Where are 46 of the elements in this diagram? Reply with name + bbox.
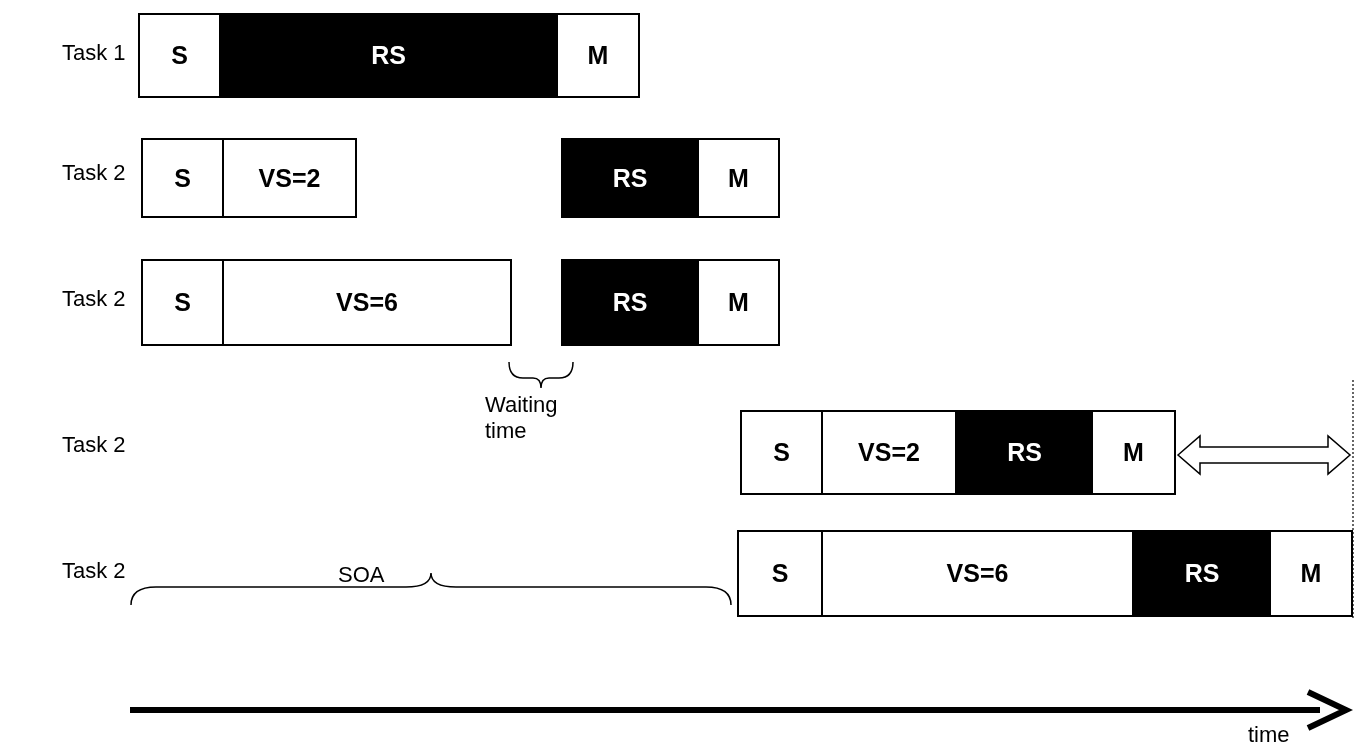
response-selection-segment [956,410,1093,495]
segment-label: RS [1007,438,1042,467]
segment-label: VS=2 [858,438,920,467]
process-segment [1091,410,1176,495]
axis-label: Task 2 [62,286,126,313]
process-segment [556,13,640,98]
process-segment [821,530,1134,617]
axis-label: Waiting time [485,392,559,445]
segment-label: S [174,288,191,317]
process-segment [697,138,780,218]
process-segment [138,13,221,98]
process-segment [222,259,512,346]
segment-label: M [1300,559,1322,588]
segment-label: M [587,41,609,70]
segment-label: S [171,41,188,70]
axis-label: time [1248,722,1290,749]
process-segment [141,138,224,218]
axis-label: SOA [338,562,385,589]
response-selection-segment [1133,530,1271,617]
segment-label: VS=6 [946,559,1009,588]
response-selection-segment [220,13,557,98]
process-segment [141,259,224,346]
process-segment [222,138,357,218]
segment-label: S [174,163,191,193]
axis-label: Task 2 [62,432,126,459]
segment-label: M [728,163,749,193]
process-segment [740,410,823,495]
process-segment [697,259,780,346]
segment-label: S [771,559,789,588]
axis-label: Task 2 [62,160,126,187]
process-segment [737,530,823,617]
axis-label: Task 2 [62,558,126,585]
response-selection-segment [561,259,699,346]
segment-label: S [773,438,790,467]
process-segment [821,410,957,495]
process-segment [1269,530,1353,617]
segment-label: RS [1184,559,1220,588]
segment-label: M [1123,438,1144,467]
segment-label: RS [371,41,406,70]
segment-label: M [728,288,749,317]
response-selection-segment [561,138,699,218]
segment-label: RS [612,288,648,317]
segment-label: VS=2 [258,163,321,193]
axis-label: Task 1 [62,40,126,67]
segment-label: VS=6 [336,288,398,317]
segment-label: RS [612,163,648,193]
